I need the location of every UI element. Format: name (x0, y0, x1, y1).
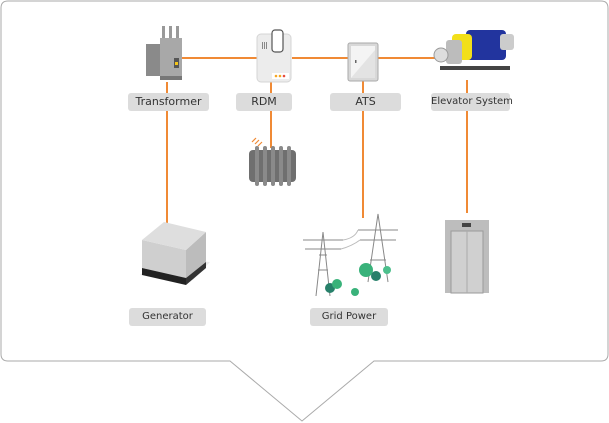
power-tower-icon (303, 213, 398, 297)
radiator-icon (249, 137, 296, 186)
node-label-transformer: Transformer (128, 93, 209, 111)
elevator-door-icon (445, 220, 489, 294)
node-label-grid-power: Grid Power (310, 308, 388, 326)
transformer-icon (146, 26, 182, 80)
node-label-ats: ATS (330, 93, 401, 111)
elevator-motor-icon (433, 30, 514, 70)
rdm-device-icon (256, 29, 292, 83)
node-label-rdm: RDM (236, 93, 292, 111)
ats-cabinet-icon (347, 42, 379, 82)
generator-icon (140, 222, 210, 285)
node-label-generator: Generator (129, 308, 206, 326)
node-label-elevator-system: Elevator System (431, 93, 513, 111)
